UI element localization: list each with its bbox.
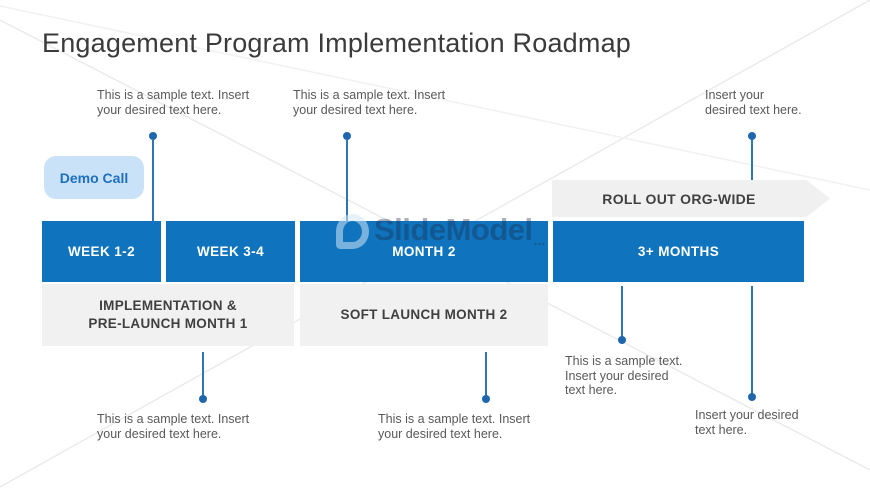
connector-line bbox=[485, 352, 487, 396]
note-bottom-right-second: Insert your desired text here. bbox=[695, 408, 799, 437]
connector-dot bbox=[618, 336, 626, 344]
connector-line bbox=[152, 140, 154, 222]
connector-dot bbox=[343, 132, 351, 140]
note-top-left: This is a sample text. Insert your desir… bbox=[97, 88, 250, 117]
connector-dot bbox=[149, 132, 157, 140]
connector-dot bbox=[748, 393, 756, 401]
segment-label: MONTH 2 bbox=[392, 244, 456, 259]
phase-bar-implementation: IMPLEMENTATION & PRE-LAUNCH MONTH 1 bbox=[42, 284, 294, 346]
demo-call-badge: Demo Call bbox=[44, 156, 144, 199]
note-bottom-mid: This is a sample text. Insert your desir… bbox=[378, 412, 531, 441]
connector-line bbox=[751, 286, 753, 395]
connector-line bbox=[621, 286, 623, 338]
timeline-segment-3-months: 3+ MONTHS bbox=[553, 221, 804, 282]
timeline-segment-month-2: MONTH 2 bbox=[300, 221, 548, 282]
timeline-segment-week-1-2: WEEK 1-2 bbox=[42, 221, 161, 282]
connector-dot bbox=[482, 395, 490, 403]
phase-label: IMPLEMENTATION & PRE-LAUNCH MONTH 1 bbox=[88, 298, 248, 331]
connector-dot bbox=[199, 395, 207, 403]
note-bottom-left: This is a sample text. Insert your desir… bbox=[97, 412, 250, 441]
connector-dot bbox=[748, 132, 756, 140]
rollout-arrow-shape: ROLL OUT ORG-WIDE bbox=[552, 180, 830, 217]
note-top-mid: This is a sample text. Insert your desir… bbox=[293, 88, 446, 117]
segment-label: WEEK 3-4 bbox=[197, 244, 264, 259]
timeline-segment-week-3-4: WEEK 3-4 bbox=[166, 221, 295, 282]
segment-label: 3+ MONTHS bbox=[637, 244, 720, 259]
phase-label: SOFT LAUNCH MONTH 2 bbox=[340, 307, 508, 322]
connector-line bbox=[346, 140, 348, 222]
phase-bar-soft-launch: SOFT LAUNCH MONTH 2 bbox=[300, 284, 548, 346]
connector-line bbox=[751, 140, 753, 181]
segment-label: WEEK 1-2 bbox=[68, 244, 135, 259]
slide-title: Engagement Program Implementation Roadma… bbox=[42, 28, 632, 58]
note-bottom-right-first: This is a sample text. Insert your desir… bbox=[565, 354, 683, 397]
connector-line bbox=[202, 352, 204, 396]
note-top-right: Insert your desired text here. bbox=[705, 88, 802, 117]
rollout-arrow-label: ROLL OUT ORG-WIDE bbox=[602, 190, 756, 207]
demo-call-label: Demo Call bbox=[59, 169, 129, 186]
